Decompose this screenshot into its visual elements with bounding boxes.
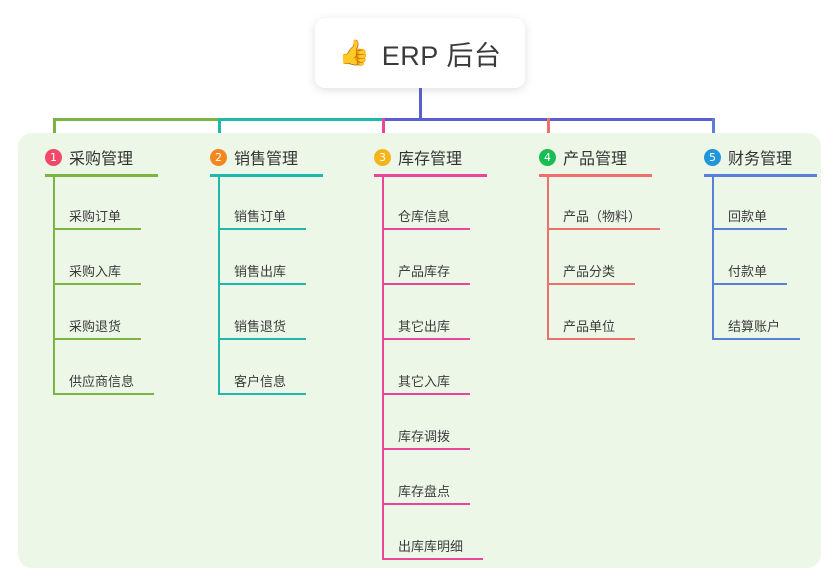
bus-segment-3 — [382, 118, 550, 121]
leaf-node-rule — [218, 228, 306, 230]
leaf-node-rule — [218, 283, 306, 285]
branch-header-label: 库存管理 — [398, 151, 463, 168]
branch-header-label: 财务管理 — [728, 151, 793, 168]
branch-drop-3 — [382, 118, 385, 141]
bus-segment-1 — [53, 118, 221, 121]
branch-spine — [712, 174, 714, 340]
leaf-node-rule — [53, 393, 154, 395]
root-node-title: ERP 后台 — [381, 40, 502, 71]
leaf-node-label: 销售退货 — [234, 319, 287, 334]
leaf-node-rule — [382, 503, 470, 505]
branch-header-label: 采购管理 — [69, 151, 134, 168]
leaf-node-label: 回款单 — [728, 209, 768, 224]
leaf-node-rule — [382, 558, 483, 560]
leaf-node-rule — [53, 228, 141, 230]
root-node-card[interactable]: 👍 ERP 后台 — [315, 18, 525, 88]
branch-header-2[interactable]: 2 销售管理 — [210, 143, 298, 171]
leaf-node-label: 产品库存 — [398, 264, 451, 279]
branch-header-rule — [374, 174, 487, 177]
leaf-node-rule — [382, 338, 470, 340]
leaf-node-rule — [547, 338, 635, 340]
leaf-node-label: 产品（物料） — [563, 209, 642, 224]
leaf-node-label: 采购退货 — [69, 319, 122, 334]
leaf-node-label: 销售出库 — [234, 264, 287, 279]
leaf-node-label: 付款单 — [728, 264, 768, 279]
branch-header-label: 产品管理 — [563, 151, 628, 168]
branch-number-badge: 5 — [704, 148, 721, 166]
leaf-node-rule — [53, 338, 141, 340]
leaf-node-rule — [218, 393, 306, 395]
leaf-node-label: 销售订单 — [234, 209, 287, 224]
leaf-node-label: 结算账户 — [728, 319, 781, 334]
root-node-content: 👍 ERP 后台 — [339, 34, 502, 73]
leaf-node-rule — [547, 283, 635, 285]
leaf-node-rule — [382, 228, 470, 230]
branch-header-3[interactable]: 3 库存管理 — [374, 143, 462, 171]
leaf-node-rule — [382, 448, 470, 450]
leaf-node-rule — [712, 338, 800, 340]
leaf-node-rule — [712, 283, 787, 285]
branch-number-badge: 1 — [45, 148, 62, 166]
branch-header-5[interactable]: 5 财务管理 — [704, 143, 792, 171]
branch-spine — [547, 174, 549, 340]
leaf-node-label: 客户信息 — [234, 374, 287, 389]
branch-header-rule — [45, 174, 158, 177]
leaf-node-rule — [382, 393, 470, 395]
branch-drop-2 — [218, 118, 221, 141]
branch-drop-4 — [547, 118, 550, 141]
leaf-node-label: 其它入库 — [398, 374, 451, 389]
leaf-node-rule — [53, 283, 141, 285]
branch-header-rule — [704, 174, 817, 177]
leaf-node-rule — [218, 338, 306, 340]
thumbs-up-icon: 👍 — [338, 38, 370, 67]
leaf-node-label: 库存盘点 — [398, 484, 451, 499]
branch-header-1[interactable]: 1 采购管理 — [45, 143, 133, 171]
leaf-node-label: 产品单位 — [563, 319, 616, 334]
leaf-node-label: 产品分类 — [563, 264, 616, 279]
leaf-node-rule — [547, 228, 660, 230]
branch-drop-1 — [53, 118, 56, 141]
branch-header-rule — [539, 174, 652, 177]
root-stem-connector — [419, 88, 422, 121]
branch-number-badge: 4 — [539, 148, 556, 166]
leaf-node-label: 仓库信息 — [398, 209, 451, 224]
leaf-node-label: 出库库明细 — [398, 539, 464, 554]
bus-segment-4 — [547, 118, 715, 121]
leaf-node-rule — [382, 283, 470, 285]
branch-number-badge: 2 — [210, 148, 227, 166]
leaf-node-rule — [712, 228, 787, 230]
branch-panel: 1 采购管理采购订单采购入库采购退货供应商信息 2 销售管理销售订单销售出库销售退货客… — [18, 133, 821, 568]
branch-header-label: 销售管理 — [234, 151, 299, 168]
leaf-node-label: 采购订单 — [69, 209, 122, 224]
branch-drop-5 — [712, 118, 715, 141]
branch-number-badge: 3 — [374, 148, 391, 166]
leaf-node-label: 供应商信息 — [69, 374, 135, 389]
branch-header-4[interactable]: 4 产品管理 — [539, 143, 627, 171]
branch-header-rule — [210, 174, 323, 177]
leaf-node-label: 其它出库 — [398, 319, 451, 334]
bus-segment-2 — [218, 118, 385, 121]
leaf-node-label: 采购入库 — [69, 264, 122, 279]
branch-spine — [382, 174, 384, 560]
leaf-node-label: 库存调拨 — [398, 429, 451, 444]
